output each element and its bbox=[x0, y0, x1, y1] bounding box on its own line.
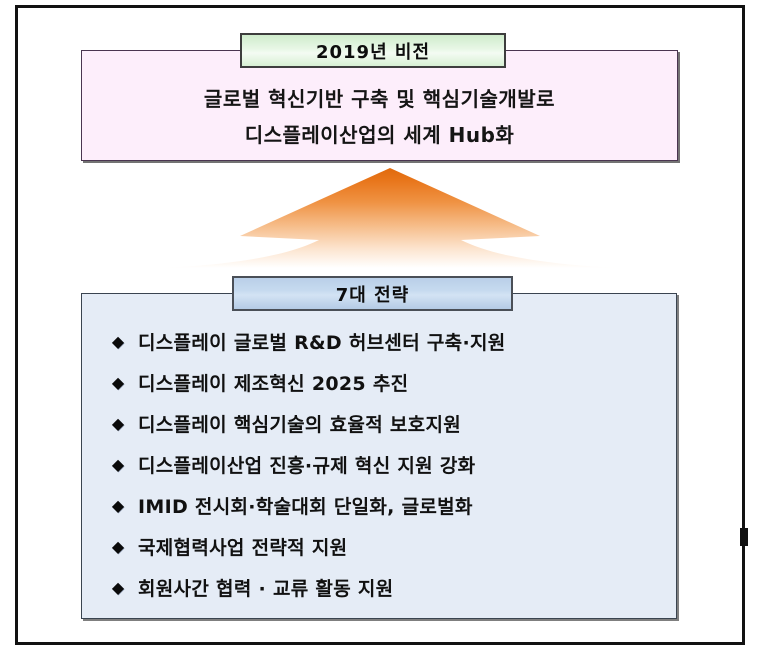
strategy-panel: ◆ 디스플레이 글로벌 R&D 허브센터 구축·지원 ◆ 디스플레이 제조혁신 … bbox=[81, 293, 677, 619]
strategy-list: ◆ 디스플레이 글로벌 R&D 허브센터 구축·지원 ◆ 디스플레이 제조혁신 … bbox=[108, 321, 666, 608]
diamond-bullet-icon: ◆ bbox=[111, 454, 125, 474]
diamond-bullet-icon: ◆ bbox=[111, 372, 125, 392]
list-item: ◆ 회원사간 협력 · 교류 활동 지원 bbox=[108, 567, 666, 608]
list-item: ◆ 디스플레이 제조혁신 2025 추진 bbox=[108, 362, 666, 403]
diamond-bullet-icon: ◆ bbox=[111, 413, 125, 433]
vision-line-2: 디스플레이산업의 세계 Hub화 bbox=[244, 123, 515, 147]
strategy-item-label-6: 국제협력사업 전략적 지원 bbox=[138, 537, 348, 559]
strategy-item-label-7: 회원사간 협력 · 교류 활동 지원 bbox=[138, 578, 394, 600]
diamond-bullet-icon: ◆ bbox=[111, 495, 125, 515]
vision-line-1: 글로벌 혁신기반 구축 및 핵심기술개발로 bbox=[203, 87, 556, 111]
vision-text-block: 글로벌 혁신기반 구축 및 핵심기술개발로 디스플레이산업의 세계 Hub화 bbox=[82, 81, 677, 153]
diamond-bullet-icon: ◆ bbox=[111, 331, 125, 351]
diamond-bullet-icon: ◆ bbox=[111, 536, 125, 556]
up-arrow-icon bbox=[155, 166, 625, 270]
frame-edge-marker bbox=[740, 528, 748, 546]
vision-badge-label: 2019년 비전 bbox=[315, 41, 431, 63]
list-item: ◆ IMID 전시회·학술대회 단일화, 글로벌화 bbox=[108, 485, 666, 526]
list-item: ◆ 디스플레이 글로벌 R&D 허브센터 구축·지원 bbox=[108, 321, 666, 362]
list-item: ◆ 디스플레이 핵심기술의 효율적 보호지원 bbox=[108, 403, 666, 444]
strategy-item-label-5: IMID 전시회·학술대회 단일화, 글로벌화 bbox=[138, 496, 473, 518]
strategy-item-label-4: 디스플레이산업 진흥·규제 혁신 지원 강화 bbox=[138, 455, 476, 477]
strategy-item-label-1: 디스플레이 글로벌 R&D 허브센터 구축·지원 bbox=[138, 332, 506, 354]
strategy-badge-label: 7대 전략 bbox=[335, 284, 410, 306]
vision-panel: 글로벌 혁신기반 구축 및 핵심기술개발로 디스플레이산업의 세계 Hub화 bbox=[81, 50, 678, 161]
strategy-item-label-3: 디스플레이 핵심기술의 효율적 보호지원 bbox=[138, 414, 462, 436]
diamond-bullet-icon: ◆ bbox=[111, 577, 125, 597]
vision-badge: 2019년 비전 bbox=[240, 33, 506, 68]
strategy-item-label-2: 디스플레이 제조혁신 2025 추진 bbox=[138, 373, 409, 395]
list-item: ◆ 국제협력사업 전략적 지원 bbox=[108, 526, 666, 567]
list-item: ◆ 디스플레이산업 진흥·규제 혁신 지원 강화 bbox=[108, 444, 666, 485]
strategy-badge: 7대 전략 bbox=[232, 276, 513, 311]
